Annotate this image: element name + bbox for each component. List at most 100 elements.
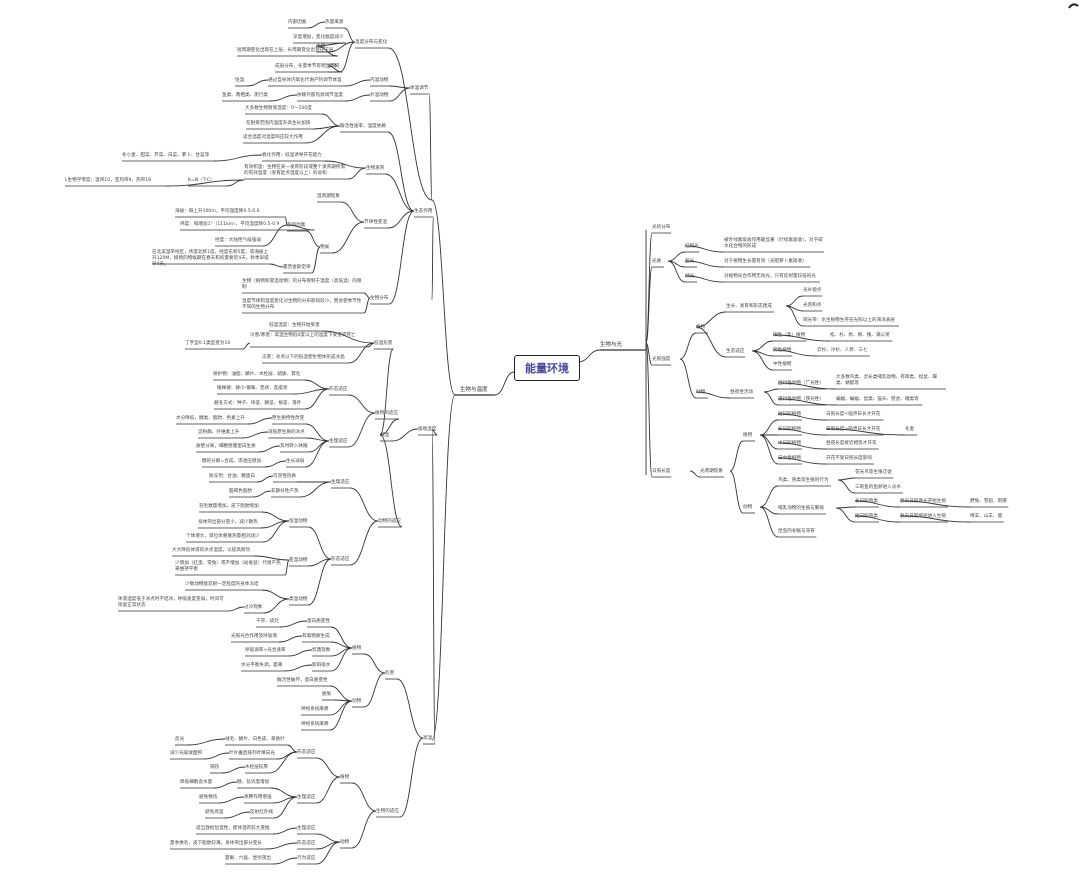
node-l-int-pl-a3[interactable]: 阳光带：水生植物生存在光照以上的海洋表层 [803, 318, 895, 323]
node-t-low-an-b2a[interactable]: 体液温度低于冰点时不结冰，呼吸速度变弱，时间可恢复正常状态 [118, 597, 224, 608]
node-t-high-harm-pl4[interactable]: 影响吸水 [312, 663, 331, 668]
node-l-int-pl-b2a[interactable]: 云杉、冷杉、人参、三七 [817, 348, 868, 353]
node-l-day-an1a[interactable]: 花光鸟等生殖迁徙 [855, 470, 892, 475]
node-t-low-pl-m1[interactable]: 保护物：油脂、鳞片、木栓层、蜡质、茸毛 [213, 372, 301, 377]
node-t-low-an-b2[interactable]: 过冷现象 [244, 605, 263, 610]
node-l-qual[interactable]: 光质 [652, 259, 662, 264]
node-l-day-an2b[interactable]: 短日照兽类 [855, 514, 878, 519]
node-t-low-harm3[interactable]: 冻害：冰点以下的低温使生物体形成冰晶 [262, 355, 345, 360]
node-l-int-pl-b3[interactable]: 中性植物 [773, 362, 792, 367]
node-t-low-an-m-c[interactable]: 变温动物 [289, 558, 308, 563]
node-t-eco-dev[interactable]: 生物发育 [366, 166, 385, 171]
node-t-low-pl-p2a[interactable]: 淀粉酶、纤维素上升 [198, 430, 240, 435]
node-t-high-ad-pl-m[interactable]: 形态适应 [297, 750, 316, 755]
node-t-low-pl-p2[interactable]: 减低原生质的冰点 [268, 430, 305, 435]
node-t-high-ad-pl-p3[interactable]: 反射红外线 [250, 810, 273, 815]
node-l-day-pl4[interactable]: 日中性植物 [778, 456, 801, 461]
node-t-high-ad-an1[interactable]: 生理适应 [297, 826, 316, 831]
node-t-low-pl-p4a[interactable]: 糖的分解=合成、渗透压增加 [202, 459, 261, 464]
node-l-int-pl-b[interactable]: 生态适应 [726, 349, 745, 354]
node-t-reg-a1[interactable]: 通过自身体内氧化代谢产热调节体温 [268, 78, 342, 83]
node-t-high-harm-pl2[interactable]: 有毒物质生成 [302, 634, 330, 639]
node-t-high-harm-an3[interactable]: 神经系统麻痹 [301, 707, 329, 712]
node-t-low-an-p2[interactable]: 非颤抖性产热 [271, 489, 299, 494]
node-t-high-ad-pl-m2[interactable]: 叶片垂直排列叶缘向光 [229, 751, 275, 756]
node-l-day-an2a[interactable]: 长日照兽类 [855, 499, 878, 504]
node-t-high-harm-pl1a[interactable]: 干旱、皮烂 [256, 619, 279, 624]
node-l-day-pl1a[interactable]: 日照长度<临界日长才开花 [826, 412, 881, 417]
node-t-low-an-m-e[interactable]: 恒温动物 [289, 519, 308, 524]
node-t-dist-a1[interactable]: 内部因素 [288, 20, 307, 25]
node-l-day-pl3a[interactable]: 昼夜长度接近相等才开花 [826, 441, 877, 446]
node-l-int-an-a[interactable]: 昼夜性活动 [730, 390, 753, 395]
node-t-low-an-m-c2[interactable]: 少增加（红蛋、雪兔）或不增加（幼雀鼠）代谢产热来维持平衡 [175, 561, 281, 572]
node-t-eco-rhy-a1a[interactable]: 海拔：每上升100m，平均温度降0.5-0.6 [175, 209, 260, 214]
node-l-int-an-a1a[interactable]: 大多数鸟类、灵长类哺乳动物、有蹄类、松鼠、蝶类、蜻蜓等 [836, 375, 938, 386]
node-t-eco-rhy-a[interactable]: 物候 [320, 245, 330, 250]
node-t-low-an-m-e3[interactable]: 个体增大，单位体重散热量相对减少 [186, 534, 260, 539]
node-t-dist-c1[interactable]: 成层分布，冬夏季节有明显不同 [275, 64, 340, 69]
node-l-day-pl2b[interactable]: 冬麦 [905, 427, 915, 432]
node-l-qual-b1[interactable]: 对于植物生长量有效（光阻萝卜素吸收） [724, 259, 807, 264]
node-l-dist[interactable]: 光的分布 [652, 225, 671, 230]
node-t-high-ad-an1a[interactable]: 适当放松恒温性，使体温有较大变幅 [196, 826, 270, 831]
node-t-high-ad-an3[interactable]: 行为适应 [297, 856, 316, 861]
node-t-high-ad-pl-p3a[interactable]: 避免高温 [205, 810, 224, 815]
node-t-dist-a[interactable]: 热量来源 [325, 20, 344, 25]
node-t-reg-a[interactable]: 内温动物 [370, 78, 389, 83]
node-t-low-an-b[interactable]: 类温动物 [289, 597, 308, 602]
node-l-int-an[interactable]: 动物 [696, 390, 706, 395]
node-l-int-pl-b1a[interactable]: 松、杉、栎、柳、槐、蒲公英 [830, 333, 890, 338]
node-l-int-pl-b1[interactable]: 阳性（喜）植物 [773, 333, 806, 338]
node-t-high-ad-an3a[interactable]: 夏眠、穴居、昼伏夜出 [225, 856, 271, 861]
node-t-eco-rhy-a1b[interactable]: 纬度：每增加1°（111km），平均温度降0.5-0.9 [180, 222, 280, 227]
node-l-day-an2[interactable]: 哺乳动物的生殖与繁殖 [778, 506, 824, 511]
node-l-day-an2a2[interactable]: 野兔、雪貂、刺猬 [970, 499, 1007, 504]
node-t-high-harm-pl1[interactable]: 蛋白质变性 [307, 619, 330, 624]
node-t-high-ad-pl-m3a[interactable]: 隔热 [210, 765, 220, 770]
node-t-high-ad-pl-p1a[interactable]: 降低细胞含水量 [180, 780, 213, 785]
node-t-eco-dev2a[interactable]: L生物学零度：温带10，亚热带9，热带18 [65, 178, 152, 183]
node-t-high-harm[interactable]: 危害 [385, 671, 395, 676]
node-l-qual-b[interactable]: 蓝光 [685, 259, 695, 264]
node-t-high-ad-pl-p[interactable]: 生理适应 [297, 795, 316, 800]
node-t-high-ad-an2a[interactable]: 夏季换毛，皮下脂肪较薄，身体突出部分变长 [170, 841, 262, 846]
node-t-low-harm2a[interactable]: 丁字型0.1类型变为10 [185, 341, 231, 346]
node-t-reg-b1[interactable]: 依赖外部热源调节温度 [297, 93, 343, 98]
node-t-low-an-m-e1[interactable]: 羽毛数量增加，皮下脂肪增加 [199, 504, 259, 509]
node-t-low-pl-p[interactable]: 生理适应 [329, 439, 348, 444]
node-t-high-ad-pl[interactable]: 植物 [340, 775, 350, 780]
node-l-day-an2b2[interactable]: 绵羊、山羊、鹿 [970, 514, 1003, 519]
node-l-day-pl1[interactable]: 短日照植物 [778, 412, 801, 417]
node-l-day-an2b1[interactable]: 秋天日照缩短进入生殖 [900, 514, 946, 519]
node-t-high-ad-pl-p1[interactable]: 糖、盐浓度增加 [237, 780, 270, 785]
node-t-reg[interactable]: 体温调节 [410, 86, 429, 91]
node-l-int-pl[interactable]: 植物 [696, 325, 706, 330]
node-t-high-harm-pl4a[interactable]: 水分平衡失调，萎蔫 [241, 663, 283, 668]
node-l-day-pl2a[interactable]: 日照长度>临界日长才开花 [826, 427, 881, 432]
node-t-high-harm-pl2a[interactable]: 光照光合作用及呼吸增 [231, 634, 277, 639]
node-t-high-ad-pl-p2[interactable]: 蒸腾作用增强 [244, 795, 272, 800]
node-t-low[interactable]: 低温 [380, 433, 390, 438]
node-t-low-an-b1[interactable]: 少数动物能忍耐一定程度的身体冻结 [185, 582, 259, 587]
node-t-dist[interactable]: 温度分布与变化 [355, 40, 388, 45]
node-t-eco-dev2b[interactable]: K=N（T-C） [188, 178, 215, 183]
node-t-low-pl-m2[interactable]: 植株矮：矮小-匍匐、垫状、莲座状 [217, 386, 288, 391]
node-t-eco-dev2[interactable]: 有效积温：生物在某一发育阶段或整个发育期所需的有效温度（发育起点温度以上）的总和 [244, 165, 346, 176]
node-t-low-pl-m3[interactable]: 越冬方式：种子、块茎、鳞茎、根茎、落叶 [214, 401, 302, 406]
node-t-dist-b[interactable]: 土壤 [316, 44, 326, 49]
node-t-high-ad-pl-m3[interactable]: 木栓层较厚 [245, 765, 268, 770]
node-t-eco-rate1[interactable]: 大多数生物耐受温度：0～100度 [245, 106, 312, 111]
node-l-day-an1[interactable]: 鸟类、兽类等生殖的行为 [778, 478, 829, 483]
node-t-reg-b[interactable]: 外温动物 [370, 93, 389, 98]
node-l-day-pl[interactable]: 植物 [743, 433, 753, 438]
node-l-qual-c[interactable]: 绿光 [685, 274, 695, 279]
node-l-day-pl3[interactable]: 中日照植物 [778, 441, 801, 446]
root-node[interactable]: 能量环境 [514, 355, 580, 381]
node-t-eco-rate3[interactable]: 适合温度对温度响应较大作用 [243, 135, 303, 140]
node-t-high-harm-an2[interactable]: 脱氧 [322, 692, 332, 697]
node-t-eco-rhy-a2[interactable]: 霍普金斯定律 [283, 265, 311, 270]
node-t-high-ad-pl-m1[interactable]: 绒毛、鳞片、白色皮、革质叶 [225, 737, 285, 742]
node-l-int[interactable]: 光照强度 [652, 357, 671, 362]
node-t-high-harm-pl3[interactable]: 饥饿现象 [312, 648, 331, 653]
